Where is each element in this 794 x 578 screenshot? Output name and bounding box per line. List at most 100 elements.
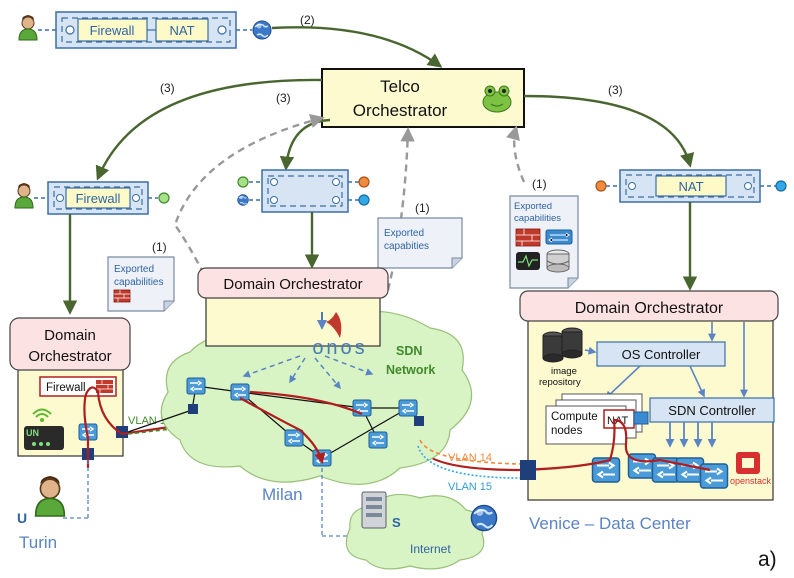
- image-repo-line2: repository: [539, 377, 581, 388]
- step-3-right-label: (3): [608, 83, 623, 97]
- middle-doc-line2: capabities: [384, 241, 429, 252]
- milan-do-title: Domain Orchestrator: [223, 276, 362, 293]
- middle-globe-icon: [237, 194, 249, 206]
- frog-mascot-icon: [482, 85, 512, 113]
- step-3-left-label: (3): [160, 81, 175, 95]
- vlan-14-label: VLAN 14: [448, 452, 492, 464]
- milan-red-path-to-internet: [239, 397, 326, 465]
- middle-chain-endpoint-green: [237, 176, 249, 188]
- milan-domain-orchestrator-box[interactable]: [197, 267, 389, 299]
- internet-server-label: S: [392, 515, 401, 530]
- right-doc-line1: Exported: [514, 201, 552, 212]
- step-1-left-label: (1): [152, 240, 167, 254]
- left-doc-firewall-icon: [113, 289, 131, 303]
- sdn-port-1: [188, 404, 198, 414]
- right-doc-switch-icon: [545, 229, 573, 245]
- turin-user-icon: [34, 475, 66, 517]
- sdn-network-line2: Network: [386, 363, 435, 377]
- left-exported-capabilities-doc[interactable]: Exported capabilities: [107, 256, 175, 312]
- venice-domain-orchestrator-box[interactable]: [519, 290, 779, 322]
- figure-label: a): [758, 548, 777, 571]
- right-chain-endpoint-blue: [775, 180, 787, 192]
- internet-server-icon: [361, 491, 387, 529]
- dc-switch-stack-4[interactable]: [675, 456, 705, 484]
- image-repo-line1: image: [551, 366, 577, 377]
- os-controller-label: OS Controller: [622, 347, 701, 362]
- turin-un-label: UN: [26, 428, 39, 438]
- right-doc-line2: capabilities: [514, 213, 561, 224]
- top-nat-box[interactable]: [155, 18, 209, 42]
- step-1-middle-label: (1): [415, 201, 430, 215]
- sdn-controller-label: SDN Controller: [668, 403, 756, 418]
- openstack-logo-icon: [736, 452, 760, 474]
- telco-title-line1: Telco: [380, 77, 420, 96]
- top-internet-globe-icon: [252, 20, 272, 40]
- onos-logo-text: onos: [312, 337, 367, 359]
- left-firewall-label: Firewall: [76, 191, 121, 206]
- venice-port: [520, 460, 536, 480]
- openstack-label: openstack: [730, 476, 772, 486]
- arrow-telco-to-right-chain: [523, 94, 695, 168]
- internet-globe-icon: [470, 504, 498, 532]
- turin-do-line1: Domain: [44, 327, 96, 344]
- middle-exported-capabilities-doc[interactable]: Exported capabities: [377, 217, 463, 269]
- sdn-controller-box[interactable]: [649, 397, 775, 423]
- step-2-label: (2): [300, 13, 315, 27]
- sdn-port-2: [414, 416, 424, 426]
- sdn-switch-5[interactable]: [284, 429, 304, 447]
- sdn-switch-1[interactable]: [186, 377, 206, 395]
- arrow-right-export: [506, 125, 526, 183]
- os-controller-box[interactable]: [596, 341, 726, 367]
- top-user-icon: [18, 14, 38, 41]
- sdn-switch-6[interactable]: [368, 431, 388, 449]
- turin-do-line2: Orchestrator: [28, 348, 111, 365]
- left-user-icon: [14, 182, 34, 209]
- compute-nodes-line1: Compute: [551, 411, 598, 423]
- right-nat-label: NAT: [678, 179, 703, 194]
- right-exported-capabilities-doc[interactable]: Exported capabilities: [509, 195, 579, 289]
- venice-city-label: Venice – Data Center: [529, 514, 691, 533]
- onos-bird-icon: [326, 312, 342, 338]
- turin-city-label: Turin: [19, 533, 57, 552]
- sdn-switch-2[interactable]: [230, 383, 250, 401]
- image-repository-icon: [542, 327, 583, 363]
- venice-nat-switch-icon: [633, 411, 649, 425]
- turin-domain-orchestrator-box[interactable]: [9, 317, 131, 371]
- right-chain-endpoint-orange: [595, 180, 607, 192]
- venice-do-title: Domain Orchestrator: [575, 300, 724, 317]
- left-chain-endpoint: [158, 192, 170, 204]
- dc-switch-stack-5[interactable]: [699, 462, 729, 490]
- vlan-15-label: VLAN 15: [448, 481, 492, 493]
- middle-chain-endpoint-blue: [358, 194, 370, 206]
- right-nat-box[interactable]: [655, 175, 727, 197]
- top-nat-label: NAT: [169, 23, 194, 38]
- top-firewall-label: Firewall: [90, 23, 135, 38]
- middle-service-chain[interactable]: [261, 169, 349, 213]
- middle-doc-line1: Exported: [384, 228, 424, 239]
- right-doc-storage-icon: [546, 249, 570, 273]
- left-doc-line2: capabilities: [114, 277, 163, 288]
- arrow-middle-export: [386, 127, 415, 291]
- milan-city-label: Milan: [262, 485, 303, 504]
- sdn-switch-4[interactable]: [398, 399, 418, 417]
- telco-title-line2: Orchestrator: [353, 101, 448, 120]
- turin-user-label: U: [17, 510, 27, 526]
- sdn-network-line1: SDN: [396, 344, 422, 358]
- wifi-icon: [32, 408, 52, 422]
- turin-port-2: [116, 426, 128, 438]
- venice-red-path: [519, 418, 711, 472]
- step-3-middle-label: (3): [276, 91, 291, 105]
- arrow-telco-to-left-chain: [95, 78, 323, 181]
- left-firewall-box[interactable]: [65, 187, 131, 209]
- turin-firewall-label: Firewall: [46, 382, 86, 394]
- middle-chain-endpoint-orange: [358, 176, 370, 188]
- turin-vlan-label: VLAN 11: [128, 415, 171, 427]
- left-doc-line1: Exported: [114, 264, 154, 275]
- internet-label: Internet: [410, 542, 451, 556]
- compute-nodes-line2: nodes: [551, 425, 583, 437]
- arrow-request-to-telco: [271, 26, 443, 68]
- step-1-right-label: (1): [532, 177, 547, 191]
- right-doc-firewall-icon: [515, 228, 541, 247]
- sdn-switch-7[interactable]: [312, 449, 332, 467]
